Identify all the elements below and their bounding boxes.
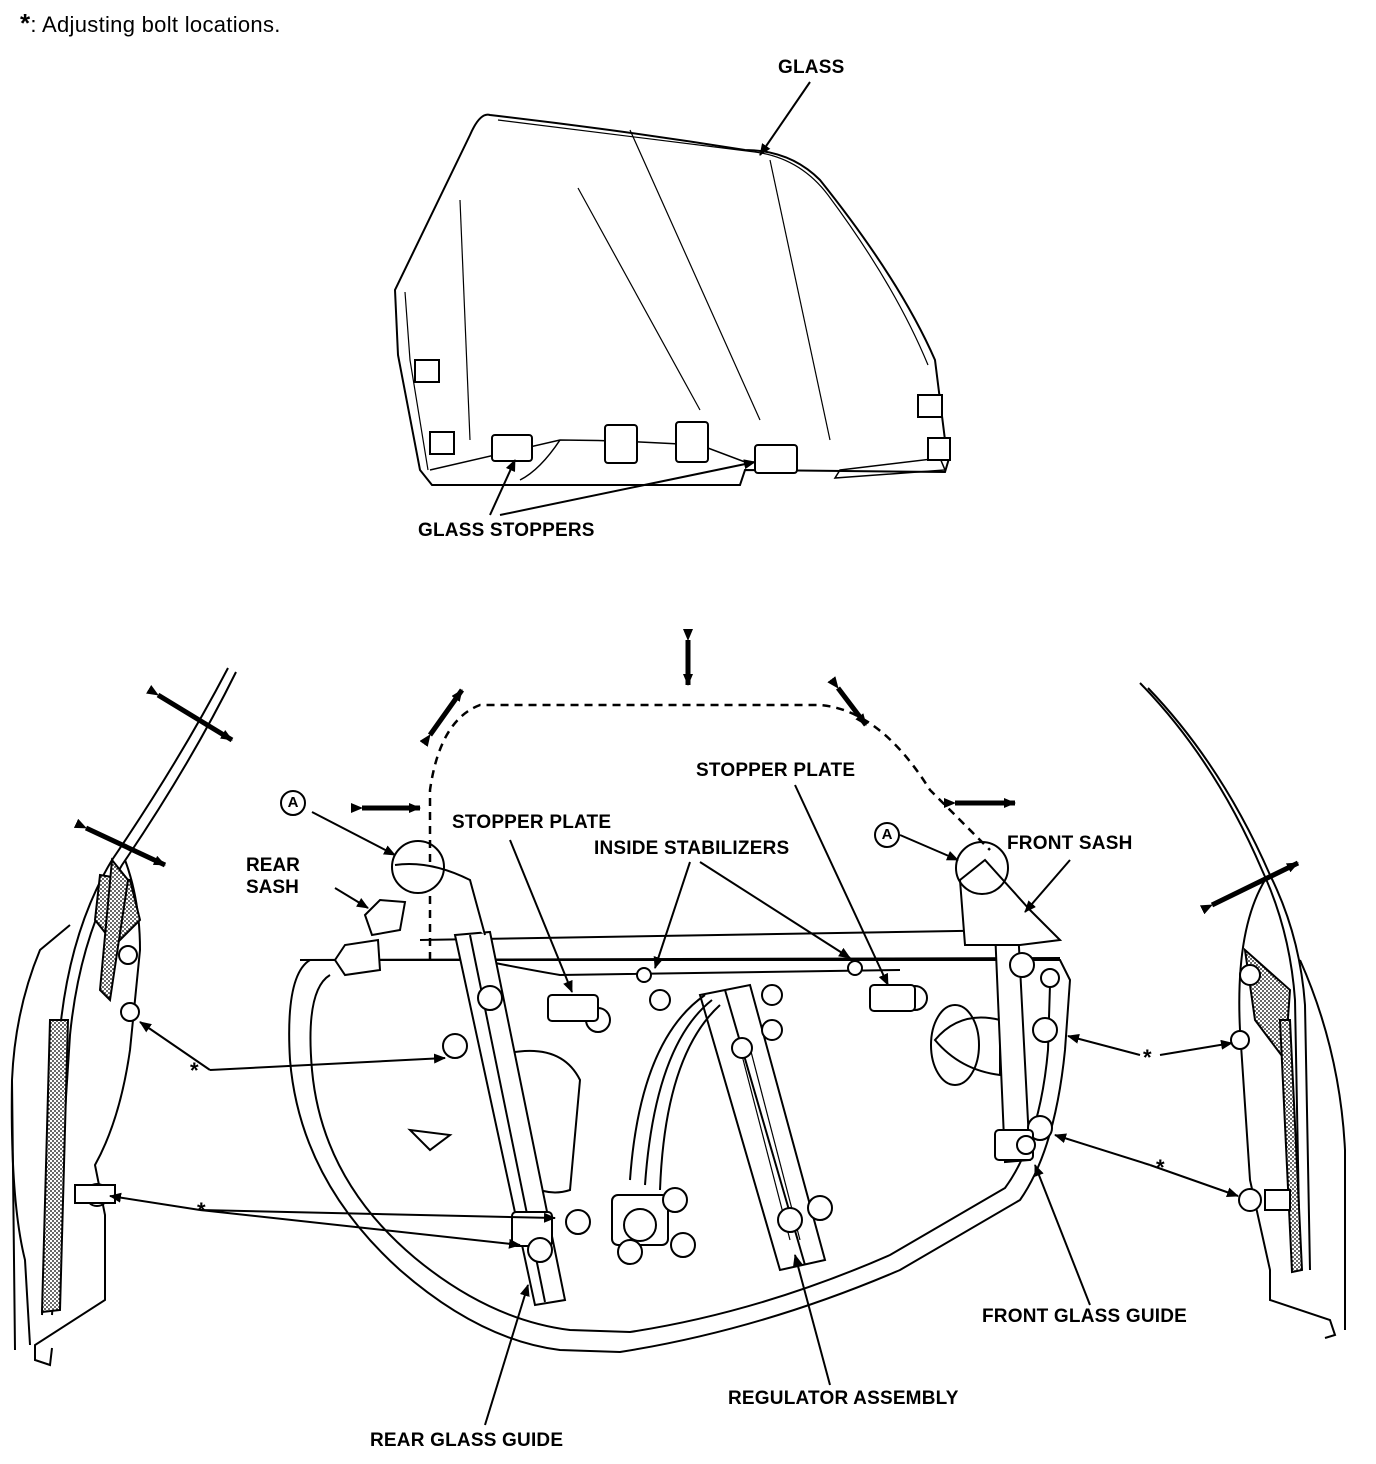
label-glass-stoppers: GLASS STOPPERS <box>418 520 595 541</box>
detail-a-circle-right <box>955 841 1009 895</box>
detail-a-marker-right: A <box>874 822 900 848</box>
label-stopper-plate-left: STOPPER PLATE <box>452 812 612 833</box>
bottom-leaders <box>109 784 1239 1426</box>
regulator-motor <box>611 1194 696 1265</box>
label-stopper-plate-right: STOPPER PLATE <box>696 760 856 781</box>
rear-sash-piece <box>333 863 486 977</box>
door-inner-panel <box>288 929 1072 1354</box>
label-regulator-assembly: REGULATOR ASSEMBLY <box>728 1388 959 1409</box>
detail-a-circle-left <box>391 840 445 894</box>
label-rear-glass-guide: REAR GLASS GUIDE <box>370 1430 564 1451</box>
detail-a-marker-left: A <box>280 790 306 816</box>
label-glass: GLASS <box>778 57 845 78</box>
right-door-bolts <box>1230 964 1291 1212</box>
left-door-side-view <box>10 667 237 1367</box>
glass-stoppers-brackets <box>414 359 951 474</box>
glass-position-outline <box>428 703 991 960</box>
label-rear-sash-line2: SASH <box>246 877 299 898</box>
legend-asterisk: * <box>20 8 31 38</box>
label-rear-sash: REAR SASH <box>246 855 300 899</box>
glass-leaders <box>489 81 811 516</box>
legend-text: : Adjusting bolt locations. <box>30 12 281 37</box>
asterisk-left-lower: * <box>197 1198 206 1223</box>
adjusting-bolts <box>442 952 1060 1263</box>
right-door-side-view <box>1139 682 1346 1339</box>
left-door-bolts <box>74 945 140 1207</box>
label-inside-stabilizers: INSIDE STABILIZERS <box>594 838 790 859</box>
asterisk-right-lower: * <box>1156 1155 1165 1180</box>
front-sash-piece <box>958 858 1063 946</box>
adjust-arrows <box>73 629 1300 915</box>
asterisk-right-upper: * <box>1143 1045 1152 1070</box>
asterisk-left-upper: * <box>190 1058 199 1083</box>
glass-panel <box>393 113 952 486</box>
regulator-cables <box>629 994 721 1191</box>
label-front-glass-guide: FRONT GLASS GUIDE <box>982 1306 1188 1327</box>
legend-note: *: Adjusting bolt locations. <box>20 8 281 39</box>
label-front-sash: FRONT SASH <box>1007 833 1133 854</box>
label-rear-sash-line1: REAR <box>246 855 300 876</box>
